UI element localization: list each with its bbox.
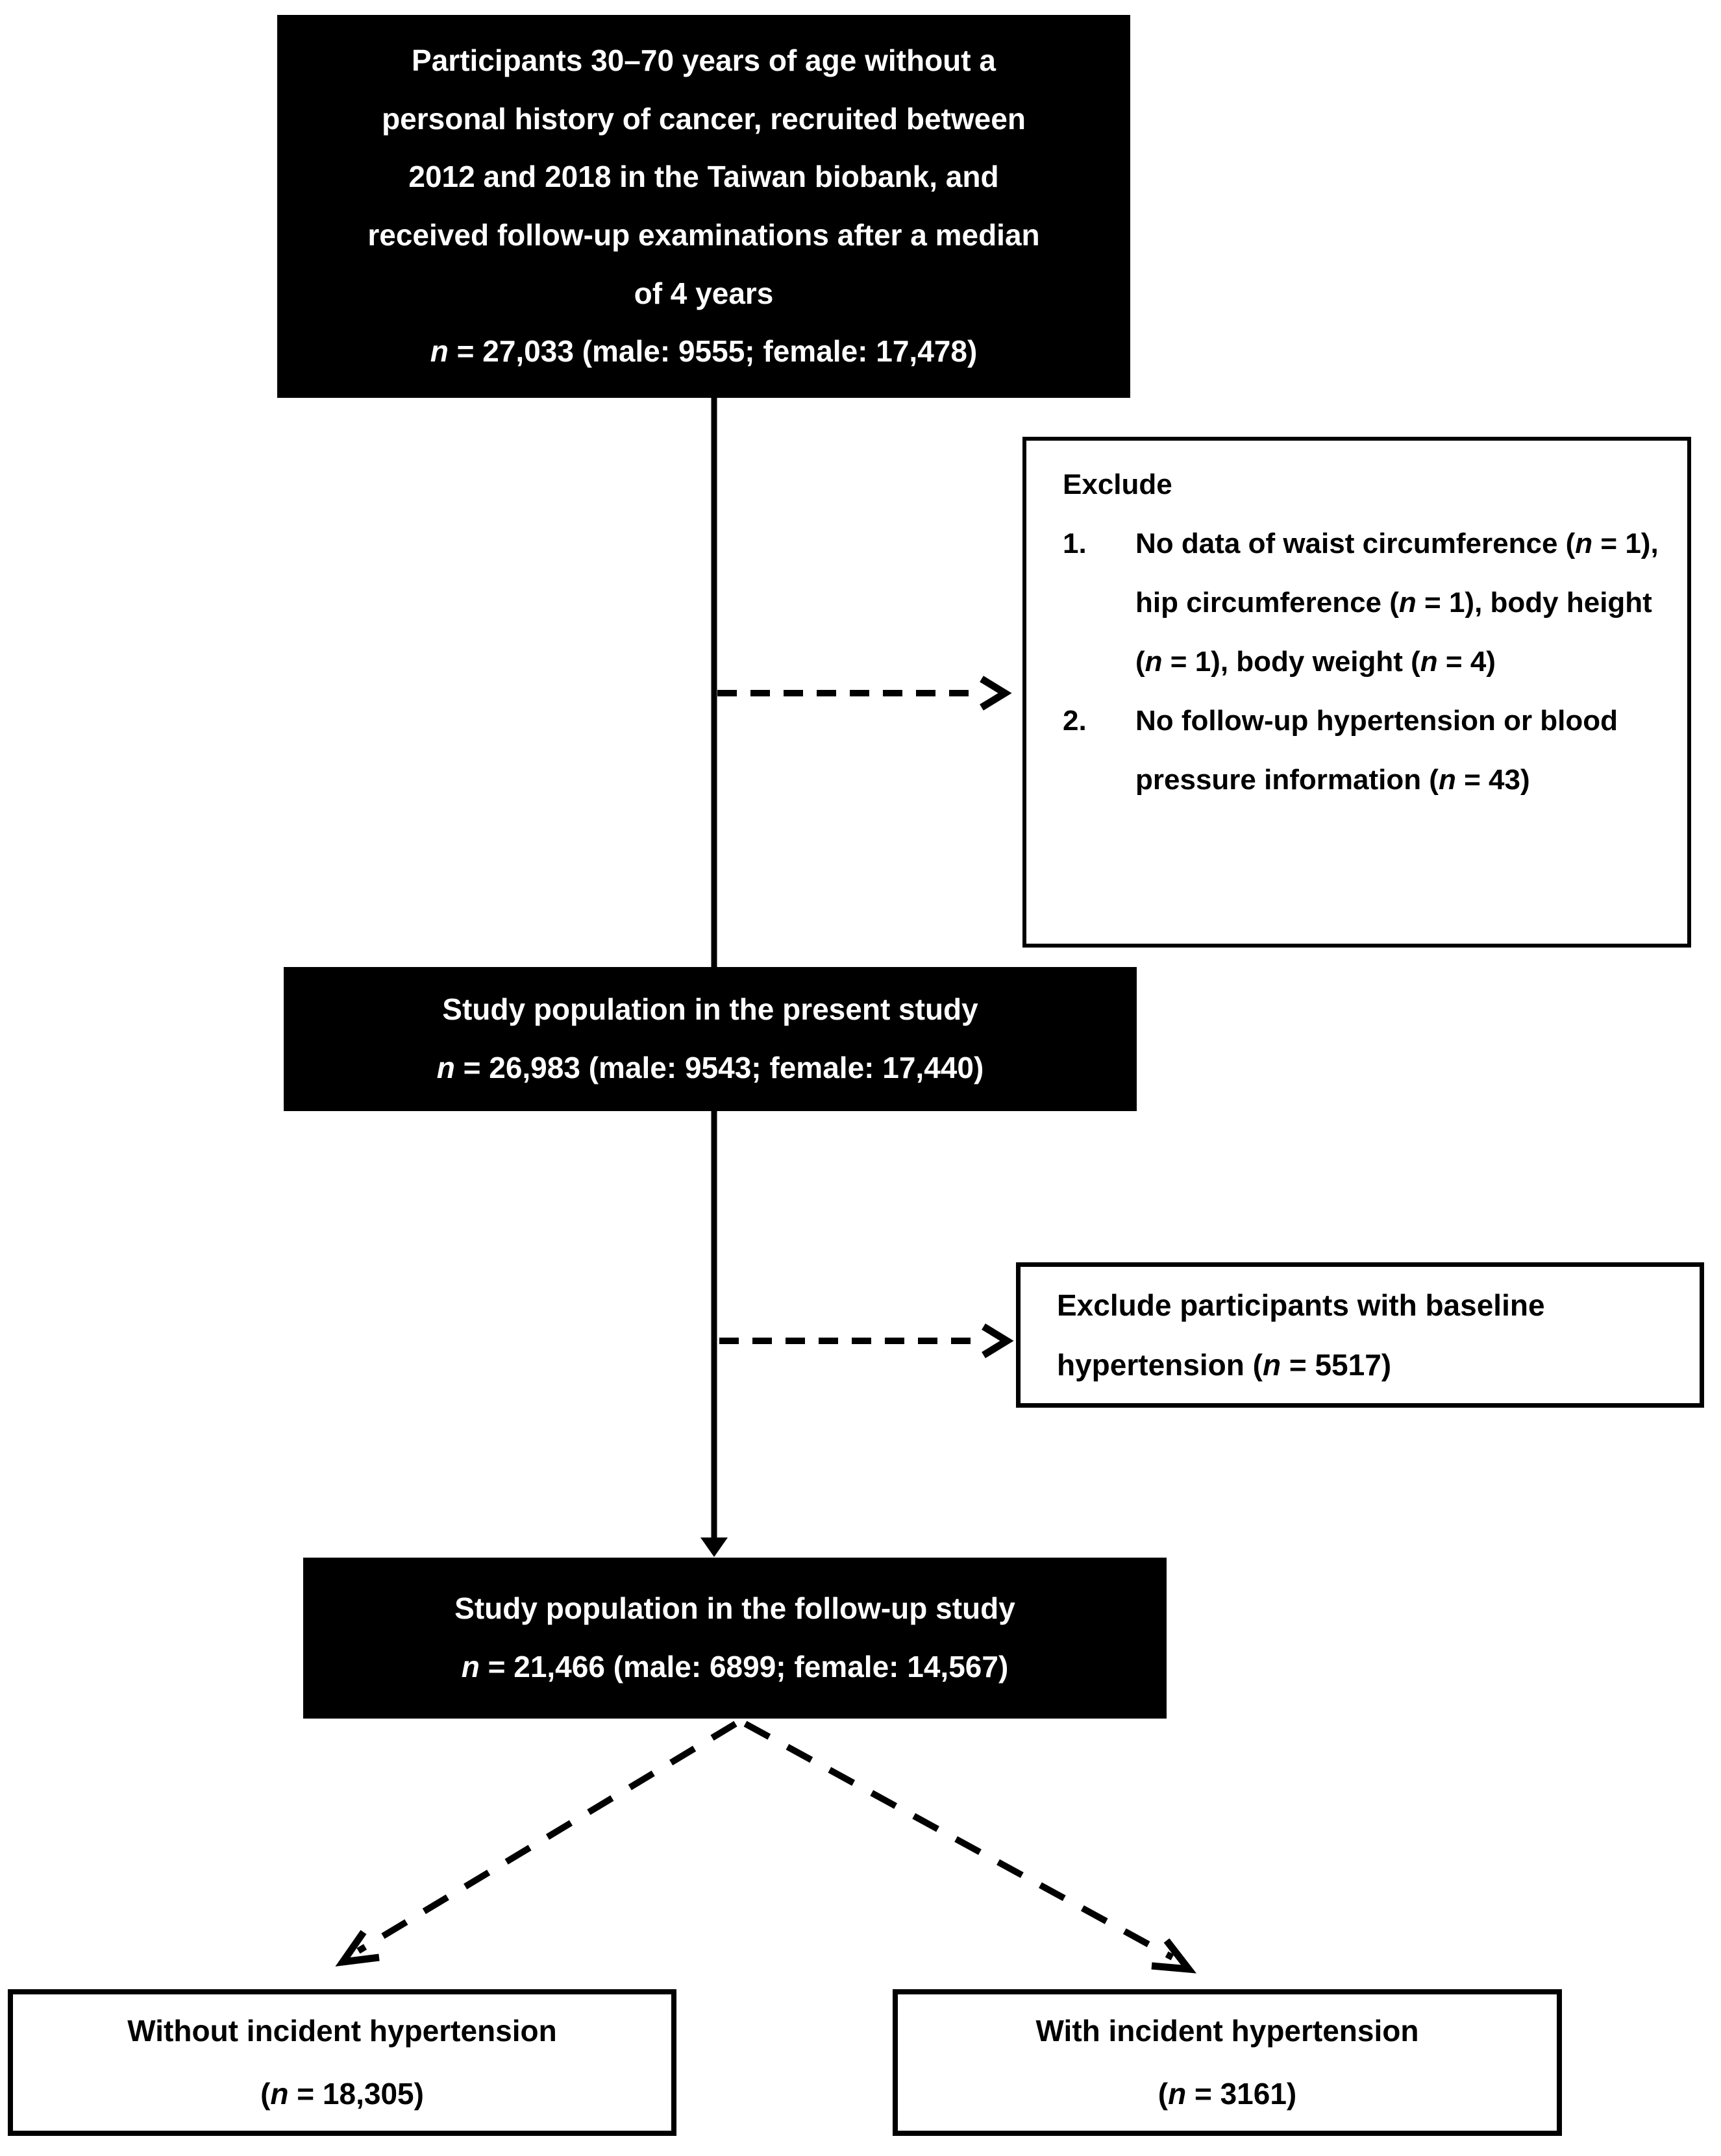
followup-study-box: Study population in the follow-up study … bbox=[303, 1558, 1167, 1719]
exclusion-1-heading: Exclude bbox=[1063, 469, 1172, 500]
with-incident-hypertension-text: With incident hypertension bbox=[1035, 2014, 1419, 2048]
exclusion-1-item-1: 1. No data of waist circumference (n = 1… bbox=[1063, 514, 1665, 691]
recruitment-line-3: 2012 and 2018 in the Taiwan biobank, and bbox=[408, 160, 999, 194]
exclusion-1-item-2-text: No follow-up hypertension or blood press… bbox=[1135, 705, 1618, 796]
recruitment-box: Participants 30–70 years of age without … bbox=[277, 15, 1130, 398]
with-incident-hypertension-box: With incident hypertension (n = 3161) bbox=[893, 1989, 1562, 2136]
followup-study-n-count: n = 21,466 (male: 6899; female: 14,567) bbox=[461, 1650, 1009, 1684]
without-incident-hypertension-box: Without incident hypertension (n = 18,30… bbox=[8, 1989, 676, 2136]
followup-study-text: Study population in the follow-up study bbox=[454, 1591, 1015, 1626]
exclusion-1-item-1-number: 1. bbox=[1063, 528, 1087, 560]
split-arrow-left-head-icon bbox=[335, 1929, 380, 1966]
recruitment-n-count: n = 27,033 (male: 9555; female: 17,478) bbox=[430, 334, 978, 369]
exclude-arrow-1-head-icon bbox=[980, 676, 1012, 711]
exclude-arrow-2-head-icon bbox=[982, 1323, 1014, 1358]
exclusion-box-2: Exclude participants with baseline hyper… bbox=[1016, 1262, 1704, 1408]
recruitment-line-2: personal history of cancer, recruited be… bbox=[382, 101, 1026, 136]
without-incident-hypertension-n-count: (n = 18,305) bbox=[260, 2077, 424, 2111]
exclusion-1-item-2-number: 2. bbox=[1063, 705, 1087, 737]
split-arrow-right-head-icon bbox=[1151, 1938, 1197, 1974]
exclusion-1-item-2: 2. No follow-up hypertension or blood pr… bbox=[1063, 691, 1665, 809]
exclusion-box-1: Exclude 1. No data of waist circumferenc… bbox=[1022, 437, 1691, 948]
present-study-text: Study population in the present study bbox=[442, 992, 978, 1027]
recruitment-line-5: of 4 years bbox=[634, 276, 774, 310]
exclusion-2-text: Exclude participants with baseline hyper… bbox=[1057, 1288, 1545, 1382]
present-study-n-count: n = 26,983 (male: 9543; female: 17,440) bbox=[436, 1051, 984, 1084]
without-incident-hypertension-text: Without incident hypertension bbox=[127, 2014, 557, 2048]
recruitment-line-4: received follow-up examinations after a … bbox=[367, 218, 1040, 252]
split-arrow-right bbox=[743, 1721, 1174, 1961]
with-incident-hypertension-n-count: (n = 3161) bbox=[1158, 2077, 1297, 2111]
present-study-box: Study population in the present study n … bbox=[284, 967, 1137, 1111]
split-arrow-left bbox=[356, 1721, 737, 1954]
main-flow-arrowhead-icon bbox=[700, 1537, 728, 1557]
exclusion-1-item-1-text: No data of waist circumference (n = 1), … bbox=[1135, 528, 1659, 678]
recruitment-line-1: Participants 30–70 years of age without … bbox=[412, 43, 996, 77]
